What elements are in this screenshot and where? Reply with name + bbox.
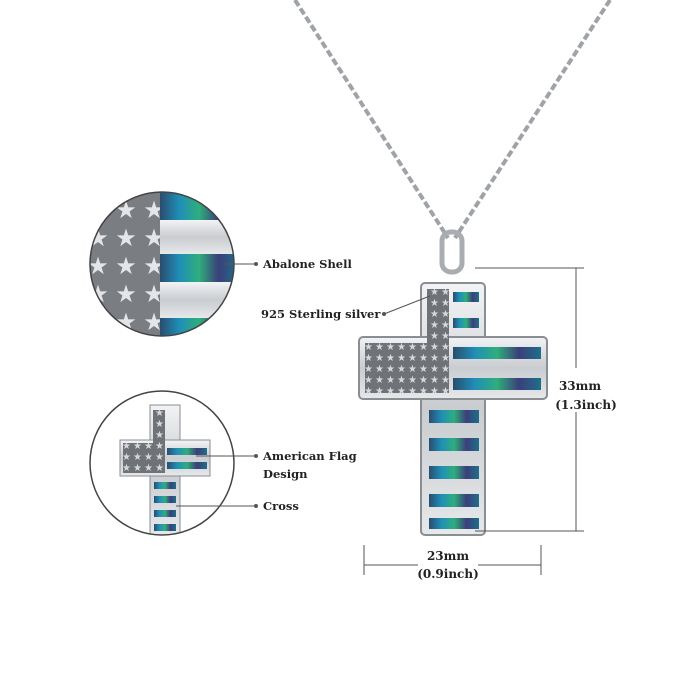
callout-sterling-silver: 925 Sterling silver xyxy=(261,307,381,321)
width-mm-label: 23mm xyxy=(427,549,469,563)
cross-pendant xyxy=(358,282,548,536)
height-inch-label: (1.3inch) xyxy=(555,398,617,412)
detail-circle-shell xyxy=(89,191,235,337)
callout-american-flag-line2: Design xyxy=(263,467,308,481)
callout-cross: Cross xyxy=(263,499,299,513)
callout-american-flag-line1: American Flag xyxy=(262,449,357,463)
detail-circle-cross xyxy=(89,390,235,536)
width-inch-label: (0.9inch) xyxy=(417,567,479,581)
bail xyxy=(439,229,465,275)
height-mm-label: 33mm xyxy=(559,379,601,393)
height-dimension xyxy=(475,267,584,532)
callout-abalone-shell: Abalone Shell xyxy=(262,257,352,271)
chain xyxy=(293,0,612,240)
width-dimension xyxy=(363,545,542,575)
callout-lines xyxy=(176,262,431,508)
